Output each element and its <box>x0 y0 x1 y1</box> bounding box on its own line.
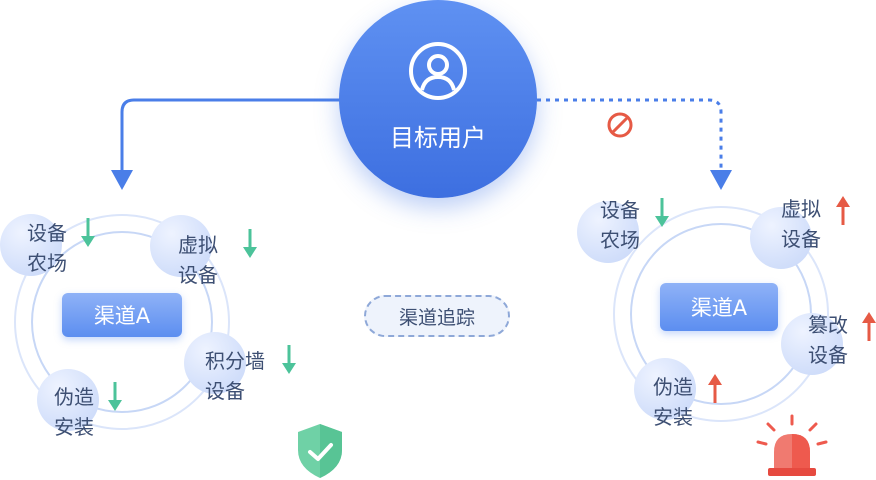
right-node-label-1: 设备 农场 <box>600 198 640 252</box>
up-arrow-icon <box>836 196 850 225</box>
right-node-bubble-2 <box>750 207 812 269</box>
down-arrow-icon <box>282 345 296 374</box>
left-orbit-outer <box>14 214 230 430</box>
left-node-bubble-2 <box>150 215 212 277</box>
left-connector <box>120 98 340 172</box>
right-connector <box>537 98 723 172</box>
left-node-bubble-1 <box>0 214 62 276</box>
up-arrow-icon <box>708 374 722 403</box>
right-node-bubble-4 <box>634 358 696 420</box>
channel-trace-badge: 渠道追踪 <box>364 295 510 337</box>
prohibited-icon <box>607 112 633 138</box>
left-node-label-3: 积分墙 设备 <box>205 349 265 403</box>
up-arrow-icon <box>862 312 876 341</box>
down-arrow-icon <box>108 382 122 411</box>
down-arrow-icon <box>655 198 669 227</box>
right-channel-label: 渠道A <box>660 283 778 331</box>
user-icon <box>409 42 467 100</box>
left-node-label-2: 虚拟 设备 <box>178 233 218 287</box>
right-node-label-3: 篡改 设备 <box>808 313 848 367</box>
down-arrow-icon <box>243 229 257 258</box>
left-node-label-1: 设备 农场 <box>27 221 67 275</box>
right-node-bubble-1 <box>577 201 639 263</box>
right-node-bubble-3 <box>781 313 843 375</box>
left-arrowhead <box>111 170 133 190</box>
right-orbit-outer <box>613 206 829 422</box>
left-orbit-inner <box>31 231 213 413</box>
target-user-node: 目标用户 <box>339 0 537 198</box>
right-arrowhead <box>710 170 732 190</box>
alarm-siren-icon <box>756 414 828 476</box>
left-node-bubble-3 <box>184 332 246 394</box>
right-node-label-2: 虚拟 设备 <box>781 197 821 251</box>
shield-check-icon <box>298 424 342 478</box>
target-user-label: 目标用户 <box>390 124 486 152</box>
right-node-label-4: 伪造 安装 <box>653 375 693 429</box>
left-node-label-4: 伪造 安装 <box>54 385 94 439</box>
left-channel-label: 渠道A <box>62 293 182 337</box>
down-arrow-icon <box>81 218 95 247</box>
left-node-bubble-4 <box>37 369 99 431</box>
